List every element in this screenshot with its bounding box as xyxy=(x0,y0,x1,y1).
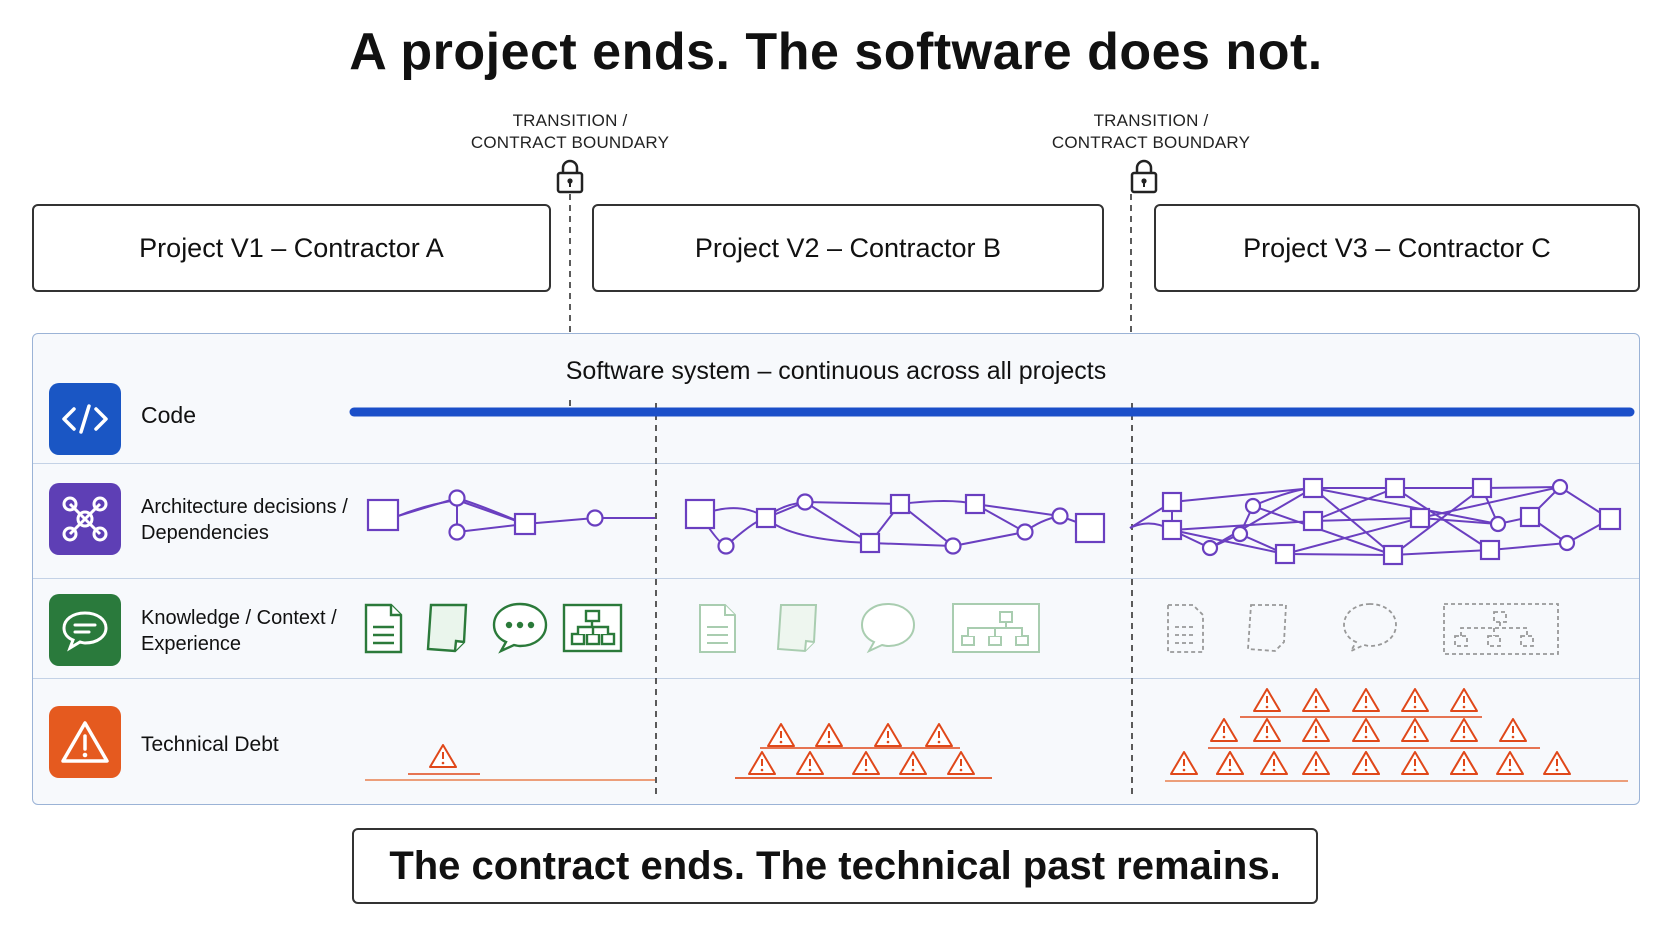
code-line xyxy=(349,407,1635,417)
project-v1-label: Project V1 – Contractor A xyxy=(139,232,444,263)
code-icon xyxy=(49,383,121,455)
boundary-2-line2: CONTRACT BOUNDARY xyxy=(1051,133,1251,152)
warning-triangle-icon xyxy=(1401,688,1429,712)
warning-triangle-icon xyxy=(1543,751,1571,775)
warning-triangle-icon xyxy=(1170,751,1198,775)
warning-triangle-icon xyxy=(1302,718,1330,742)
warning-triangle-icon xyxy=(1401,718,1429,742)
boundary-label-1: TRANSITION / CONTRACT BOUNDARY xyxy=(440,110,700,154)
warning-triangle-icon xyxy=(874,723,902,747)
row-divider xyxy=(33,578,1639,579)
document-icon xyxy=(364,603,403,654)
warning-triangle-icon xyxy=(1352,718,1380,742)
document-icon xyxy=(1167,604,1204,653)
page-title: A project ends. The software does not. xyxy=(349,23,1323,81)
project-v3-box: Project V3 – Contractor C xyxy=(1154,204,1640,292)
knowledge-v2 xyxy=(699,602,1040,654)
note-icon xyxy=(776,604,818,653)
network-icon xyxy=(49,483,121,555)
row-label-architecture-line1: Architecture decisions / xyxy=(141,496,348,518)
project-v2-box: Project V2 – Contractor B xyxy=(592,204,1104,292)
row-label-architecture: Architecture decisions / Dependencies xyxy=(141,494,348,546)
warning-triangle-icon xyxy=(429,744,457,768)
warning-triangle-icon xyxy=(815,723,843,747)
warning-triangle-icon xyxy=(767,723,795,747)
org-chart-icon xyxy=(1443,603,1559,655)
project-v1-box: Project V1 – Contractor A xyxy=(32,204,551,292)
chat-bubble-icon xyxy=(860,602,916,654)
row-label-technical-debt: Technical Debt xyxy=(141,733,279,756)
warning-triangle-icon xyxy=(1450,688,1478,712)
warning-triangle-icon xyxy=(947,751,975,775)
lock-icon xyxy=(1130,159,1158,194)
warning-triangle-icon xyxy=(1260,751,1288,775)
chat-bubble-icon xyxy=(492,602,548,654)
note-icon xyxy=(1247,604,1287,652)
warning-triangle-icon xyxy=(796,751,824,775)
document-icon xyxy=(699,604,736,653)
row-label-knowledge-line2: Experience xyxy=(141,633,242,655)
boundary-label-2: TRANSITION / CONTRACT BOUNDARY xyxy=(1021,110,1281,154)
project-v2-label: Project V2 – Contractor B xyxy=(694,232,1002,263)
boundary-2-line1: TRANSITION / xyxy=(1093,111,1209,130)
system-label: Software system – continuous across all … xyxy=(565,357,1107,385)
footer-box: The contract ends. The technical past re… xyxy=(352,828,1318,904)
chat-bubble-icon xyxy=(1343,603,1397,653)
warning-triangle-icon xyxy=(1496,751,1524,775)
warning-triangle-icon xyxy=(925,723,953,747)
warning-triangle-icon xyxy=(1210,718,1238,742)
org-chart-icon xyxy=(562,603,623,653)
row-divider xyxy=(33,678,1639,679)
row-label-knowledge: Knowledge / Context / Experience xyxy=(141,605,337,657)
warning-triangle-icon xyxy=(1253,688,1281,712)
warning-triangle-icon xyxy=(899,751,927,775)
knowledge-v1 xyxy=(364,602,623,654)
warning-triangle-icon xyxy=(1253,718,1281,742)
warning-triangle-icon xyxy=(1499,718,1527,742)
lock-icon xyxy=(556,159,584,194)
boundary-1-line2: CONTRACT BOUNDARY xyxy=(470,133,670,152)
warning-triangle-icon xyxy=(1450,751,1478,775)
warning-triangle-icon xyxy=(852,751,880,775)
row-divider xyxy=(33,463,1639,464)
warning-triangle-icon xyxy=(748,751,776,775)
warning-triangle-icon xyxy=(1450,718,1478,742)
warning-triangle-icon xyxy=(1352,688,1380,712)
warning-triangle-icon xyxy=(1216,751,1244,775)
note-icon xyxy=(426,603,468,653)
knowledge-v3 xyxy=(1167,603,1559,655)
row-label-code: Code xyxy=(141,402,196,428)
warning-icon xyxy=(49,706,121,778)
row-label-knowledge-line1: Knowledge / Context / xyxy=(141,607,337,629)
org-chart-icon xyxy=(952,603,1040,653)
warning-triangle-icon xyxy=(1302,751,1330,775)
warning-triangle-icon xyxy=(1302,688,1330,712)
warning-triangle-icon xyxy=(1401,751,1429,775)
warning-triangle-icon xyxy=(1352,751,1380,775)
project-v3-label: Project V3 – Contractor C xyxy=(1243,232,1551,263)
row-label-architecture-line2: Dependencies xyxy=(141,522,269,544)
chat-icon xyxy=(49,594,121,666)
footer-text: The contract ends. The technical past re… xyxy=(389,843,1281,888)
boundary-1-line1: TRANSITION / xyxy=(512,111,628,130)
